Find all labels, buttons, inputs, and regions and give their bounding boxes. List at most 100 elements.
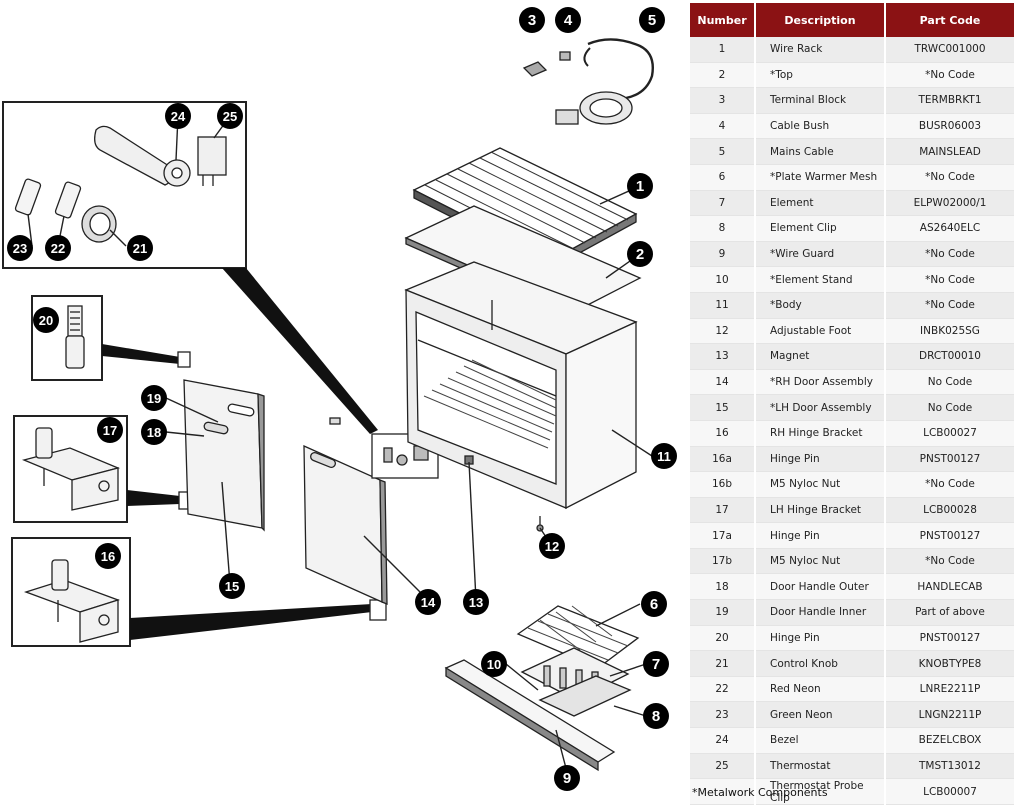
callout-21: 21 (127, 235, 153, 261)
cell-number: 9 (690, 241, 754, 268)
cell-number: 7 (690, 190, 754, 217)
callout-12: 12 (539, 533, 565, 559)
cell-description: M5 Nyloc Nut (756, 472, 884, 498)
callout-14: 14 (415, 589, 441, 615)
cell-part-code: LCB00007 (886, 779, 1014, 805)
svg-text:25: 25 (223, 109, 237, 124)
callout-10: 10 (481, 651, 507, 677)
svg-text:20: 20 (39, 313, 53, 328)
cell-part-code: MAINSLEAD (886, 139, 1014, 165)
svg-text:9: 9 (563, 770, 571, 787)
cell-description: LH Hinge Bracket (756, 497, 884, 524)
cell-description: Element (756, 190, 884, 217)
cell-number: 2 (690, 62, 754, 89)
callout-1: 1 (627, 173, 653, 199)
svg-text:15: 15 (225, 579, 239, 594)
lh-door-drawing (183, 379, 265, 532)
svg-text:8: 8 (652, 708, 660, 725)
callout-8: 8 (643, 703, 669, 729)
cell-part-code: LNGN2211P (886, 702, 1014, 729)
hinge-pin-inset (31, 295, 191, 381)
callout-7: 7 (643, 651, 669, 677)
cell-description: Hinge Pin (756, 523, 884, 549)
cell-number: 16 (690, 420, 754, 447)
cell-description: Control Knob (756, 651, 884, 677)
cell-part-code: AS2640ELC (886, 216, 1014, 242)
svg-text:18: 18 (147, 425, 161, 440)
cell-part-code: *No Code (886, 292, 1014, 319)
svg-text:23: 23 (13, 241, 27, 256)
svg-text:16: 16 (101, 549, 115, 564)
svg-text:14: 14 (421, 595, 436, 610)
element-assembly-drawing (444, 605, 640, 772)
svg-text:13: 13 (469, 595, 483, 610)
cell-number: 16b (690, 472, 754, 498)
callout-6: 6 (641, 591, 667, 617)
cell-description: *Plate Warmer Mesh (756, 164, 884, 191)
table-header-row: Number Description Part Code (690, 3, 1014, 37)
cell-description: Green Neon (756, 702, 884, 729)
cell-number: 23 (690, 702, 754, 729)
cell-description: *Wire Guard (756, 241, 884, 268)
cell-number: 20 (690, 625, 754, 652)
callout-15: 15 (219, 573, 245, 599)
cell-part-code: PNST00127 (886, 625, 1014, 652)
callout-24: 24 (165, 103, 191, 129)
cell-part-code: Part of above (886, 600, 1014, 626)
cell-number: 8 (690, 216, 754, 242)
column-header-part-code: Part Code (886, 3, 1014, 37)
callout-9: 9 (554, 765, 580, 791)
column-header-number: Number (690, 3, 754, 37)
svg-text:6: 6 (650, 596, 658, 613)
cell-part-code: *No Code (886, 62, 1014, 89)
callout-17: 17 (97, 417, 123, 443)
table-row: 11*Body*No Code (690, 292, 1014, 319)
cell-part-code: BEZELCBOX (886, 728, 1014, 754)
cell-part-code: TMST13012 (886, 753, 1014, 780)
cell-part-code: *No Code (886, 548, 1014, 575)
cell-number: 12 (690, 318, 754, 345)
svg-text:22: 22 (51, 241, 65, 256)
cell-part-code: No Code (886, 395, 1014, 421)
cell-description: Adjustable Foot (756, 318, 884, 345)
cell-description: Red Neon (756, 676, 884, 703)
cell-part-code: No Code (886, 369, 1014, 396)
rh-door-drawing (303, 417, 388, 605)
cell-part-code: *No Code (886, 241, 1014, 268)
svg-text:11: 11 (657, 449, 671, 464)
cell-part-code: *No Code (886, 472, 1014, 498)
cell-number: 24 (690, 728, 754, 754)
cell-number: 11 (690, 292, 754, 319)
control-panel-detail (371, 433, 439, 479)
cell-description: Door Handle Outer (756, 574, 884, 601)
cell-part-code: KNOBTYPE8 (886, 651, 1014, 677)
cell-part-code: LCB00028 (886, 497, 1014, 524)
cell-number: 6 (690, 164, 754, 191)
cell-number: 18 (690, 574, 754, 601)
svg-text:21: 21 (133, 241, 147, 256)
cell-description: *Top (756, 62, 884, 89)
cell-part-code: TERMBRKT1 (886, 88, 1014, 114)
cell-number: 17 (690, 497, 754, 524)
svg-text:17: 17 (103, 423, 117, 438)
svg-text:19: 19 (147, 391, 161, 406)
cell-description: RH Hinge Bracket (756, 420, 884, 447)
cell-number: 21 (690, 651, 754, 677)
cell-description: Mains Cable (756, 139, 884, 165)
